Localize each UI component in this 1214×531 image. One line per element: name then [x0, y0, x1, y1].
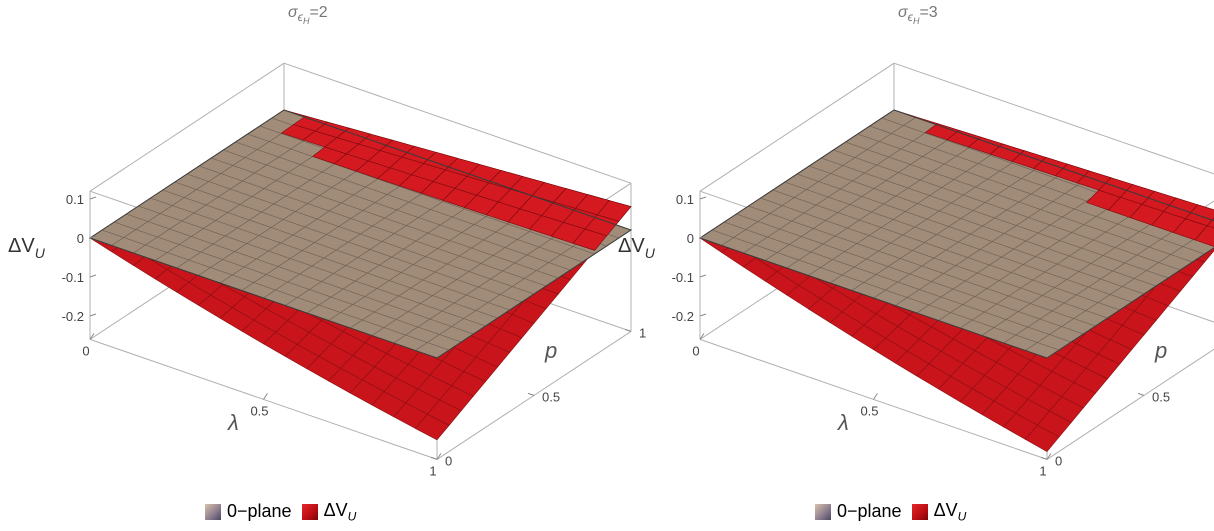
legend-entry-0-plane: 0−plane — [815, 501, 902, 522]
legend-label-dv: ΔVU — [323, 500, 357, 524]
box-edge — [89, 62, 285, 192]
x-tick — [263, 393, 268, 400]
z-tick — [89, 274, 97, 278]
z-tick-label: 0.1 — [66, 192, 84, 207]
z-tick — [699, 235, 707, 239]
y-tick — [527, 392, 535, 396]
x-tick-label: 0 — [692, 343, 699, 358]
z-tick — [699, 274, 707, 278]
y-tick-label: 0.5 — [542, 389, 560, 404]
x-tick — [873, 393, 878, 400]
y-tick — [430, 456, 438, 460]
y-tick-label: 0 — [1055, 453, 1062, 468]
legend-left: 0−plane ΔVU — [205, 500, 366, 524]
legend-swatch-0-plane — [205, 503, 221, 520]
y-tick — [1040, 456, 1048, 460]
x-tick-label: 0.5 — [250, 403, 268, 418]
y-tick — [624, 328, 632, 332]
y-tick-label: 1 — [639, 325, 646, 340]
y-tick-label: 0.5 — [1152, 389, 1170, 404]
legend-swatch-dv — [301, 503, 318, 520]
x-tick — [89, 333, 95, 340]
y-axis-label: p — [1154, 338, 1167, 363]
z-axis-label: ΔVU — [8, 235, 46, 261]
chart-title: σϵH=2 — [288, 4, 328, 26]
x-tick-label: 1 — [1039, 463, 1046, 478]
y-axis-label: p — [544, 338, 557, 363]
box-edge — [283, 62, 632, 184]
surface-patch-dv-above — [596, 200, 632, 222]
x-tick — [436, 453, 442, 460]
legend-entry-dv: ΔVU — [301, 500, 357, 524]
z-tick-label: 0.1 — [676, 192, 694, 207]
z-tick-label: -0.1 — [62, 270, 84, 285]
x-axis-label: λ — [227, 410, 239, 435]
legend-label-0-plane: 0−plane — [227, 501, 292, 522]
surface-patch-dv-above — [1194, 225, 1214, 247]
box-edge — [699, 62, 895, 192]
legend-right: 0−plane ΔVU — [815, 500, 976, 524]
z-tick-label: -0.2 — [672, 309, 694, 324]
z-tick-label: 0 — [687, 231, 694, 246]
z-tick — [699, 313, 707, 317]
plane-outline — [88, 109, 633, 359]
plane-outline — [698, 109, 1214, 359]
x-tick — [1046, 453, 1052, 460]
z-tick-label: -0.1 — [672, 270, 694, 285]
legend-label-dv: ΔVU — [933, 500, 967, 524]
legend-swatch-dv — [911, 503, 928, 520]
x-tick-label: 1 — [429, 463, 436, 478]
x-tick — [699, 333, 705, 340]
legend-label-0-plane: 0−plane — [837, 501, 902, 522]
x-tick-label: 0 — [82, 343, 89, 358]
z-tick-label: 0 — [77, 231, 84, 246]
x-axis-label: λ — [837, 410, 849, 435]
x-tick-label: 0.5 — [860, 403, 878, 418]
z-tick-label: -0.2 — [62, 309, 84, 324]
y-tick-label: 0 — [445, 453, 452, 468]
legend-entry-0-plane: 0−plane — [205, 501, 292, 522]
z-tick — [89, 313, 97, 317]
chart-title: σϵH=3 — [898, 4, 938, 26]
z-tick — [699, 196, 707, 200]
z-tick — [89, 235, 97, 239]
z-axis-label: ΔVU — [618, 235, 656, 261]
y-tick — [1137, 392, 1145, 396]
box-edge — [893, 62, 1214, 175]
legend-swatch-0-plane — [815, 503, 831, 520]
z-tick — [89, 196, 97, 200]
legend-entry-dv: ΔVU — [911, 500, 967, 524]
